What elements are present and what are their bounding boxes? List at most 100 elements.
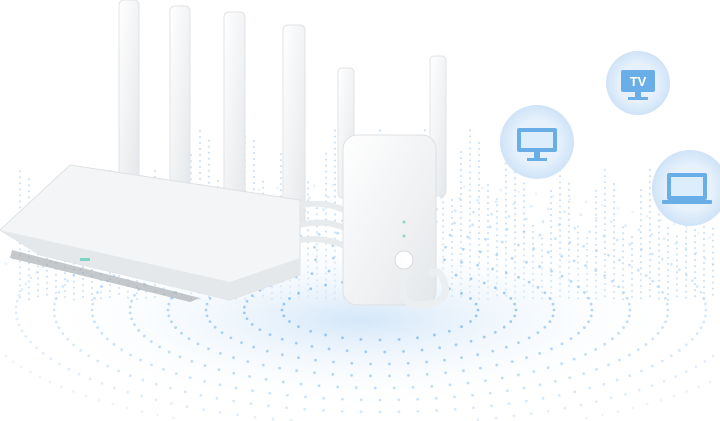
wave-dot <box>313 245 316 249</box>
signal-dot <box>252 175 256 179</box>
signal-dot <box>711 269 715 272</box>
signal-dot <box>198 171 202 174</box>
signal-dot <box>594 207 598 210</box>
wave-dot <box>140 394 144 398</box>
wave-dot <box>53 302 56 306</box>
wave-dot <box>54 320 58 324</box>
wave-dot <box>17 323 21 327</box>
wave-dot <box>502 291 506 295</box>
wave-dot <box>690 337 694 341</box>
signal-dot <box>252 145 256 149</box>
wave-dot <box>637 228 641 232</box>
signal-dot <box>630 241 634 245</box>
signal-dot <box>477 195 481 199</box>
wave-dot <box>656 331 660 335</box>
wave-dot <box>665 302 669 306</box>
wave-dot <box>560 342 564 346</box>
wave-dot <box>543 291 547 295</box>
signal-dot <box>477 141 481 145</box>
wave-dot <box>218 352 222 355</box>
signal-dot <box>513 225 517 228</box>
signal-dot <box>513 189 517 192</box>
signal-dot <box>567 188 571 191</box>
signal-dot <box>468 165 472 168</box>
signal-dot <box>513 231 517 234</box>
wave-dot <box>129 353 132 357</box>
signal-dot <box>585 248 589 251</box>
signal-dot <box>504 192 508 195</box>
wave-dot <box>246 360 250 364</box>
signal-dot <box>702 285 706 289</box>
wave-dot <box>218 411 222 414</box>
wave-dot <box>462 185 466 189</box>
wave-dot <box>128 374 132 377</box>
wave-dot <box>617 331 621 335</box>
wave-dot <box>280 337 284 341</box>
signal-dot <box>666 280 670 284</box>
signal-dot <box>567 236 571 239</box>
signal-dot <box>477 183 481 187</box>
wave-dot <box>625 296 629 300</box>
signal-dot <box>684 266 688 269</box>
signal-dot <box>252 163 256 167</box>
signal-dot <box>711 251 715 254</box>
wave-dot <box>524 217 528 221</box>
wave-dot <box>443 358 446 362</box>
signal-dot <box>36 295 40 298</box>
wave-dot <box>29 340 33 344</box>
wave-dot <box>453 209 457 213</box>
wave-dot <box>603 342 607 346</box>
wave-dot <box>111 402 115 406</box>
wave-dot <box>491 349 495 353</box>
signal-dot <box>666 244 670 248</box>
signal-dot <box>558 175 562 178</box>
signal-dot <box>261 180 265 183</box>
wave-dot <box>261 363 265 367</box>
wave-dot <box>677 349 681 352</box>
wave-dot <box>158 345 162 349</box>
wave-dot <box>443 258 446 262</box>
wave-dot <box>573 390 577 394</box>
wave-dot <box>133 293 136 297</box>
wave-dot <box>258 328 262 332</box>
wave-dot <box>137 329 141 332</box>
wave-dot <box>548 320 552 324</box>
signal-dot <box>81 265 85 269</box>
signal-dot <box>252 157 256 161</box>
signal-dot <box>639 261 643 264</box>
signal-dot <box>675 289 679 292</box>
wave-dot <box>460 356 463 360</box>
signal-dot <box>468 195 472 198</box>
signal-dot <box>18 284 22 287</box>
wave-dot <box>512 202 516 206</box>
signal-dot <box>486 184 490 187</box>
wave-dot <box>461 369 465 373</box>
wave-dot <box>359 398 363 402</box>
signal-dot <box>558 211 562 214</box>
wave-dot <box>297 325 300 329</box>
signal-dot <box>612 213 616 216</box>
wave-dot <box>488 391 492 395</box>
wave-dot <box>232 356 235 360</box>
wave-dot <box>232 399 236 403</box>
wave-dot <box>90 308 94 312</box>
wave-dot <box>644 343 648 346</box>
signal-dot <box>306 229 310 232</box>
wave-dot <box>694 365 698 368</box>
wave-dot <box>672 394 676 398</box>
wave-dot <box>476 198 480 202</box>
wave-dot <box>280 308 284 312</box>
signal-dot <box>468 141 472 144</box>
wave-dot <box>579 403 583 407</box>
signal-dot <box>657 255 661 258</box>
wave-dot <box>249 402 253 406</box>
signal-dot <box>621 250 625 253</box>
signal-dot <box>639 195 643 198</box>
signal-dot <box>504 210 508 213</box>
signal-dot <box>693 240 697 244</box>
wave-dot <box>265 349 269 353</box>
signal-dot <box>315 207 319 210</box>
signal-dot <box>333 153 337 156</box>
wave-dot <box>125 406 129 410</box>
wave-dot <box>469 320 472 323</box>
